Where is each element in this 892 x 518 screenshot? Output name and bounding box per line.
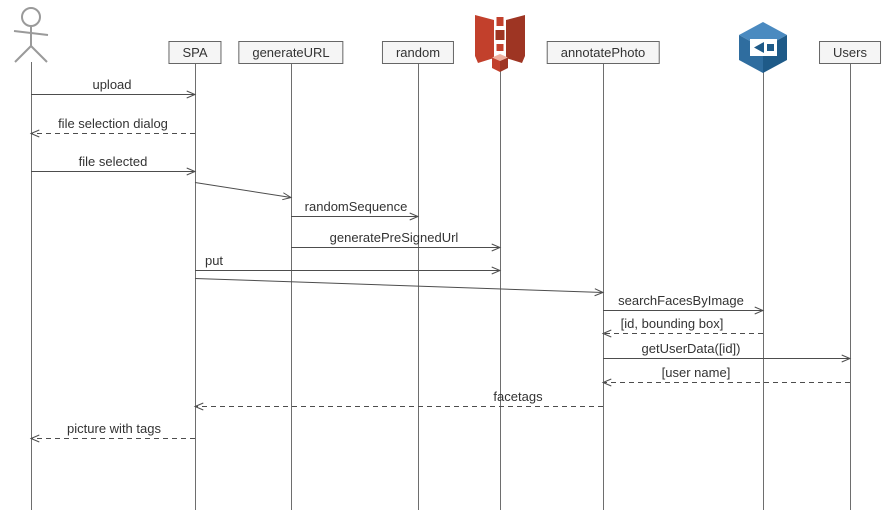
message-label: [id, bounding box] xyxy=(620,316,724,331)
arrowhead xyxy=(409,212,420,221)
participant-box-users: Users xyxy=(819,41,881,64)
message-arrow-spa-generateURL xyxy=(194,182,292,198)
message-label: put xyxy=(204,253,224,268)
message-label: facetags xyxy=(493,389,543,404)
message-label: getUserData([id]) xyxy=(641,341,741,356)
arrowhead xyxy=(491,266,502,275)
arrowhead xyxy=(594,288,605,297)
arrowhead xyxy=(29,129,40,138)
message-label: upload xyxy=(92,77,132,92)
arrowhead xyxy=(193,402,204,411)
message-label: file selected xyxy=(78,154,148,169)
arrowhead xyxy=(601,329,612,338)
aws-rekognition-cube-icon xyxy=(739,22,787,73)
arrowhead xyxy=(186,167,197,176)
message-label: randomSequence xyxy=(304,199,408,214)
message-label: file selection dialog xyxy=(58,116,168,131)
arrowhead xyxy=(282,192,293,201)
message-label: picture with tags xyxy=(67,421,161,436)
person-actor-icon xyxy=(13,7,49,63)
participant-box-spa: SPA xyxy=(168,41,222,64)
participant-box-generateURL: generateURL xyxy=(238,41,344,64)
arrowhead xyxy=(29,434,40,443)
arrowhead xyxy=(841,354,852,363)
message-arrow-spa-annotatePhoto xyxy=(194,278,604,293)
message-label: [user name] xyxy=(661,365,731,380)
arrowhead xyxy=(186,90,197,99)
message-label: generatePreSignedUrl xyxy=(329,230,459,245)
message-label: searchFacesByImage xyxy=(618,293,744,308)
arrowhead xyxy=(754,306,765,315)
participant-box-annotatePhoto: annotatePhoto xyxy=(546,41,660,64)
arrowhead xyxy=(601,378,612,387)
arrowhead xyxy=(491,243,502,252)
participant-box-random: random xyxy=(381,41,455,64)
aws-s3-bucket-icon xyxy=(475,15,525,72)
